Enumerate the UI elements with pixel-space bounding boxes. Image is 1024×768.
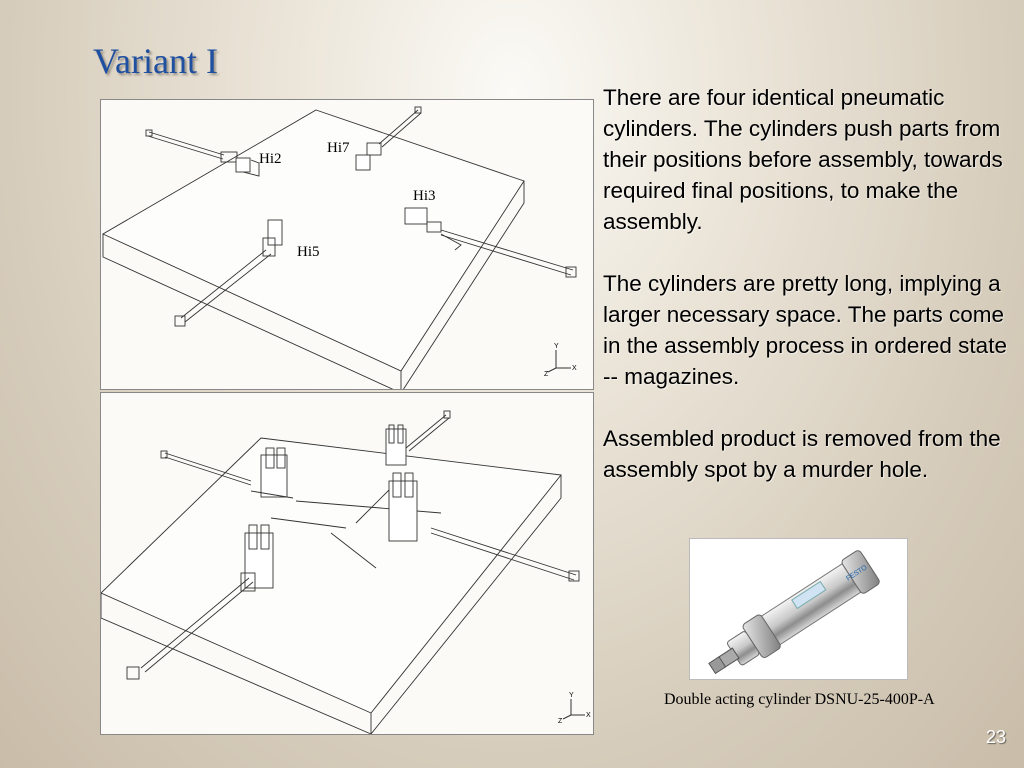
- axes-triad-bottom: [562, 699, 585, 720]
- axis-z-label: Z: [544, 371, 549, 378]
- magazine-left: [250, 447, 294, 499]
- cylinder-hi3: [404, 207, 577, 278]
- paragraph-cylinders: There are four identical pneumatic cylin…: [603, 85, 1003, 234]
- magazine-right: [388, 472, 418, 542]
- axis-z-label: Z: [558, 718, 563, 725]
- assembly-drawing-bottom: Y X Z: [101, 410, 591, 734]
- cylinder-bottom-left: [160, 450, 252, 486]
- page-number: 23: [986, 727, 1007, 747]
- label-hi5: Hi5: [297, 244, 320, 260]
- cylinder-hi5: [174, 219, 283, 327]
- cylinder-hi2: [145, 129, 260, 177]
- axes-triad-top: [547, 350, 571, 373]
- assembly-drawing-top: Hi2 Hi7 Hi3 Hi5 Y X Z: [102, 106, 577, 389]
- axis-x-label: X: [572, 365, 577, 372]
- cylinder-bottom-right: [430, 527, 580, 582]
- assembly-figure-top: Hi2 Hi7 Hi3 Hi5 Y X Z: [100, 99, 594, 390]
- axis-y-label: Y: [569, 692, 574, 699]
- base-plate-top: [102, 109, 525, 372]
- description-text: There are four identical pneumatic cylin…: [603, 82, 1018, 516]
- slide-title: Variant I: [93, 41, 218, 81]
- cylinder-photo: FESTO: [689, 538, 908, 680]
- photo-caption: Double acting cylinder DSNU-25-400P-A: [664, 691, 935, 708]
- assembly-figure-bottom: Y X Z: [100, 392, 594, 735]
- cylinder-hi7: [355, 106, 422, 171]
- magazine-top: [385, 424, 407, 466]
- label-hi3: Hi3: [413, 188, 436, 204]
- magazine-front: [244, 524, 274, 589]
- axis-x-label: X: [586, 712, 591, 719]
- cylinder-bottom-front: [126, 572, 256, 680]
- label-hi2: Hi2: [259, 151, 282, 167]
- paragraph-removal: Assembled product is removed from the as…: [603, 426, 1001, 482]
- paragraph-space: The cylinders are pretty long, implying …: [603, 271, 1007, 389]
- label-hi7: Hi7: [327, 140, 350, 156]
- axis-y-label: Y: [554, 343, 559, 350]
- base-plate-bottom: [101, 437, 562, 714]
- cylinder-bottom-top: [405, 410, 451, 452]
